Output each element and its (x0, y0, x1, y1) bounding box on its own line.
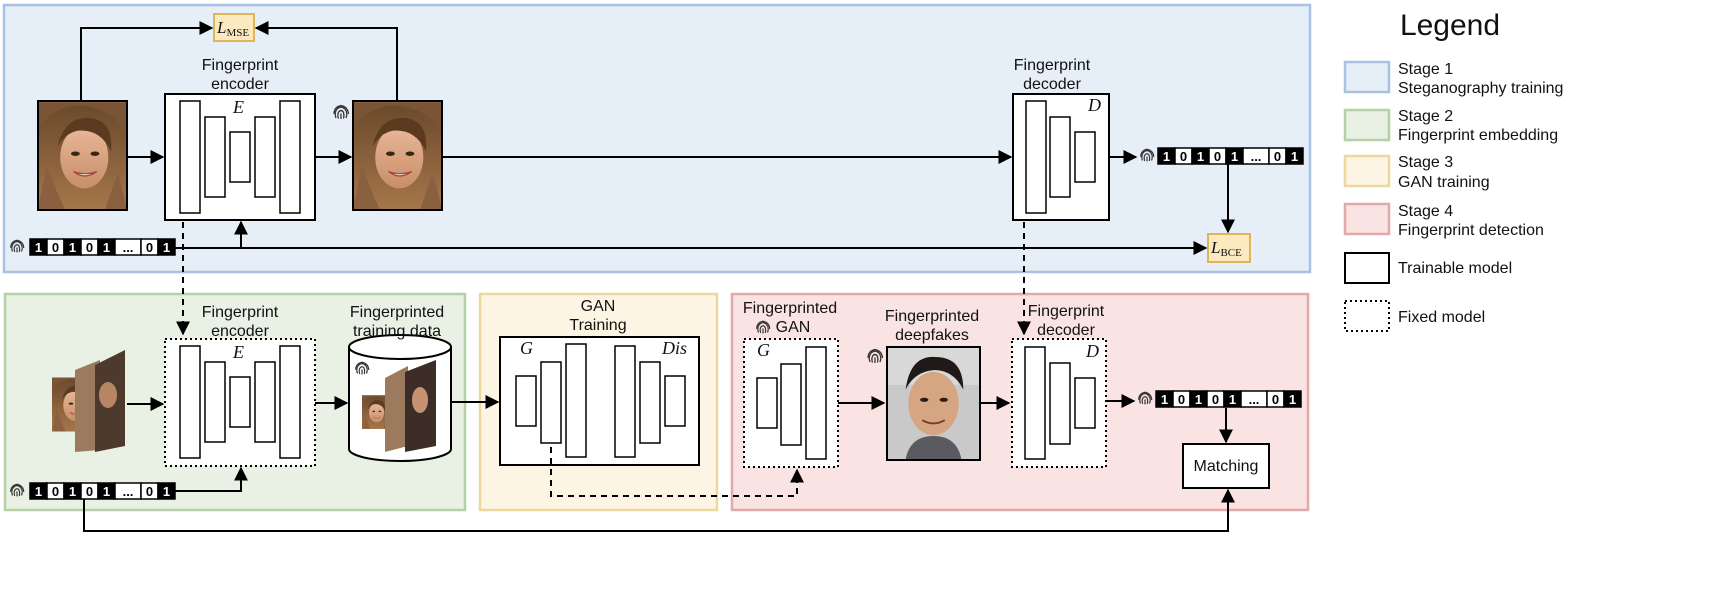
loss-bce-box (1207, 233, 1251, 263)
bit-value: 1 (35, 240, 42, 255)
bit-value: ... (1251, 149, 1262, 164)
legend-stage2-title: Stage 2 (1398, 108, 1453, 125)
bit-value: 0 (146, 240, 153, 255)
svg-text:LMSE: LMSE (216, 18, 249, 39)
legend-stage2-desc: Fingerprint embedding (1398, 127, 1558, 144)
stage1-decoder-symbol: D (1087, 95, 1101, 115)
legend-swatch-stage3 (1343, 154, 1391, 188)
matching-block (1182, 443, 1270, 489)
fingerprinted-gan-label-2: GAN (776, 319, 811, 336)
bit-value: ... (1249, 392, 1260, 407)
loss-mse-subscript: MSE (226, 27, 249, 39)
stage4-decoder-label-2: decoder (1037, 322, 1095, 339)
bit-value: 1 (1195, 392, 1202, 407)
fingerprinted-face-image (353, 101, 442, 210)
stage1-decoder-label-2: decoder (1023, 76, 1081, 93)
bit-value: 1 (103, 240, 110, 255)
bit-value: 1 (1197, 149, 1204, 164)
stage4-decoder-symbol: D (1085, 341, 1099, 361)
legend-stage4-title: Stage 4 (1398, 203, 1453, 220)
bit-value: ... (123, 240, 134, 255)
deepfake-face-image (887, 347, 980, 460)
bit-value: 0 (1214, 149, 1221, 164)
loss-mse-symbol: L (216, 18, 226, 37)
stage4-decoder-label: Fingerprint (1028, 303, 1105, 320)
bit-value: 1 (1229, 392, 1236, 407)
stage1-encoder-label: Fingerprint (202, 57, 279, 74)
fingerprinted-gan-label: Fingerprinted (743, 300, 837, 317)
bit-value: 0 (1272, 392, 1279, 407)
bit-value: 0 (1178, 392, 1185, 407)
training-data-label: Fingerprinted (350, 304, 444, 321)
training-face-stack (52, 350, 125, 452)
input-face-image (38, 101, 127, 210)
legend-stage1-title: Stage 1 (1398, 61, 1453, 78)
bit-value: 1 (103, 484, 110, 499)
stage1-decoder-label: Fingerprint (1014, 57, 1091, 74)
legend-swatch-fixed (1344, 300, 1390, 332)
legend-stage3-desc: GAN training (1398, 174, 1490, 191)
loss-bce-symbol: L (1210, 238, 1220, 257)
bit-value: 0 (86, 240, 93, 255)
legend-swatch-trainable (1344, 252, 1390, 284)
stage1-encoder-symbol: E (232, 97, 244, 117)
bit-value: 0 (146, 484, 153, 499)
bit-value: 1 (69, 484, 76, 499)
bit-value: 0 (86, 484, 93, 499)
gan-training-title-2: Training (569, 317, 626, 334)
stage2-encoder-label: Fingerprint (202, 304, 279, 321)
bit-value: 1 (1161, 392, 1168, 407)
legend-swatch-stage1 (1343, 60, 1391, 94)
bit-value: 1 (1289, 392, 1296, 407)
gan-discriminator-symbol: Dis (661, 338, 687, 358)
legend-swatch-stage2 (1343, 108, 1391, 142)
training-data-label-2: training data (353, 323, 441, 340)
bit-value: 1 (1163, 149, 1170, 164)
legend-stage3-title: Stage 3 (1398, 154, 1453, 171)
legend-trainable-label: Trainable model (1398, 260, 1512, 277)
bit-value: 0 (1212, 392, 1219, 407)
bit-cell (1285, 147, 1304, 165)
bit-value: ... (123, 484, 134, 499)
bit-value: 1 (35, 484, 42, 499)
legend-fixed-label: Fixed model (1398, 309, 1485, 326)
bit-value: 1 (163, 484, 170, 499)
stage2-encoder-symbol: E (232, 342, 244, 362)
bit-value: 1 (69, 240, 76, 255)
legend-swatch-stage4 (1343, 202, 1391, 236)
loss-mse-box (213, 13, 255, 42)
stage2-encoder-label-2: encoder (211, 323, 269, 340)
bit-value: 1 (1291, 149, 1298, 164)
fingerprinted-training-data-cylinder (348, 334, 452, 462)
fingerprinted-deepfakes-label: Fingerprinted (885, 308, 979, 325)
gan-training-title: GAN (581, 298, 616, 315)
legend-stage1-desc: Steganography training (1398, 80, 1563, 97)
bit-value: 1 (1231, 149, 1238, 164)
fingerprinted-deepfakes-label-2: deepfakes (895, 327, 969, 344)
bit-value: 0 (52, 484, 59, 499)
loss-bce-subscript: BCE (1220, 247, 1242, 259)
stage4-generator-symbol: G (757, 340, 770, 360)
bit-value: 0 (1274, 149, 1281, 164)
bit-value: 0 (1180, 149, 1187, 164)
bit-value: 0 (52, 240, 59, 255)
legend-stage4-desc: Fingerprint detection (1398, 222, 1544, 239)
svg-text:LBCE: LBCE (1210, 238, 1242, 259)
gan-generator-symbol: G (520, 338, 533, 358)
legend-title: Legend (1400, 9, 1500, 42)
bit-value: 1 (163, 240, 170, 255)
matching-label: Matching (1194, 458, 1259, 475)
bit-cell (1283, 390, 1302, 408)
stage1-encoder-label-2: encoder (211, 76, 269, 93)
